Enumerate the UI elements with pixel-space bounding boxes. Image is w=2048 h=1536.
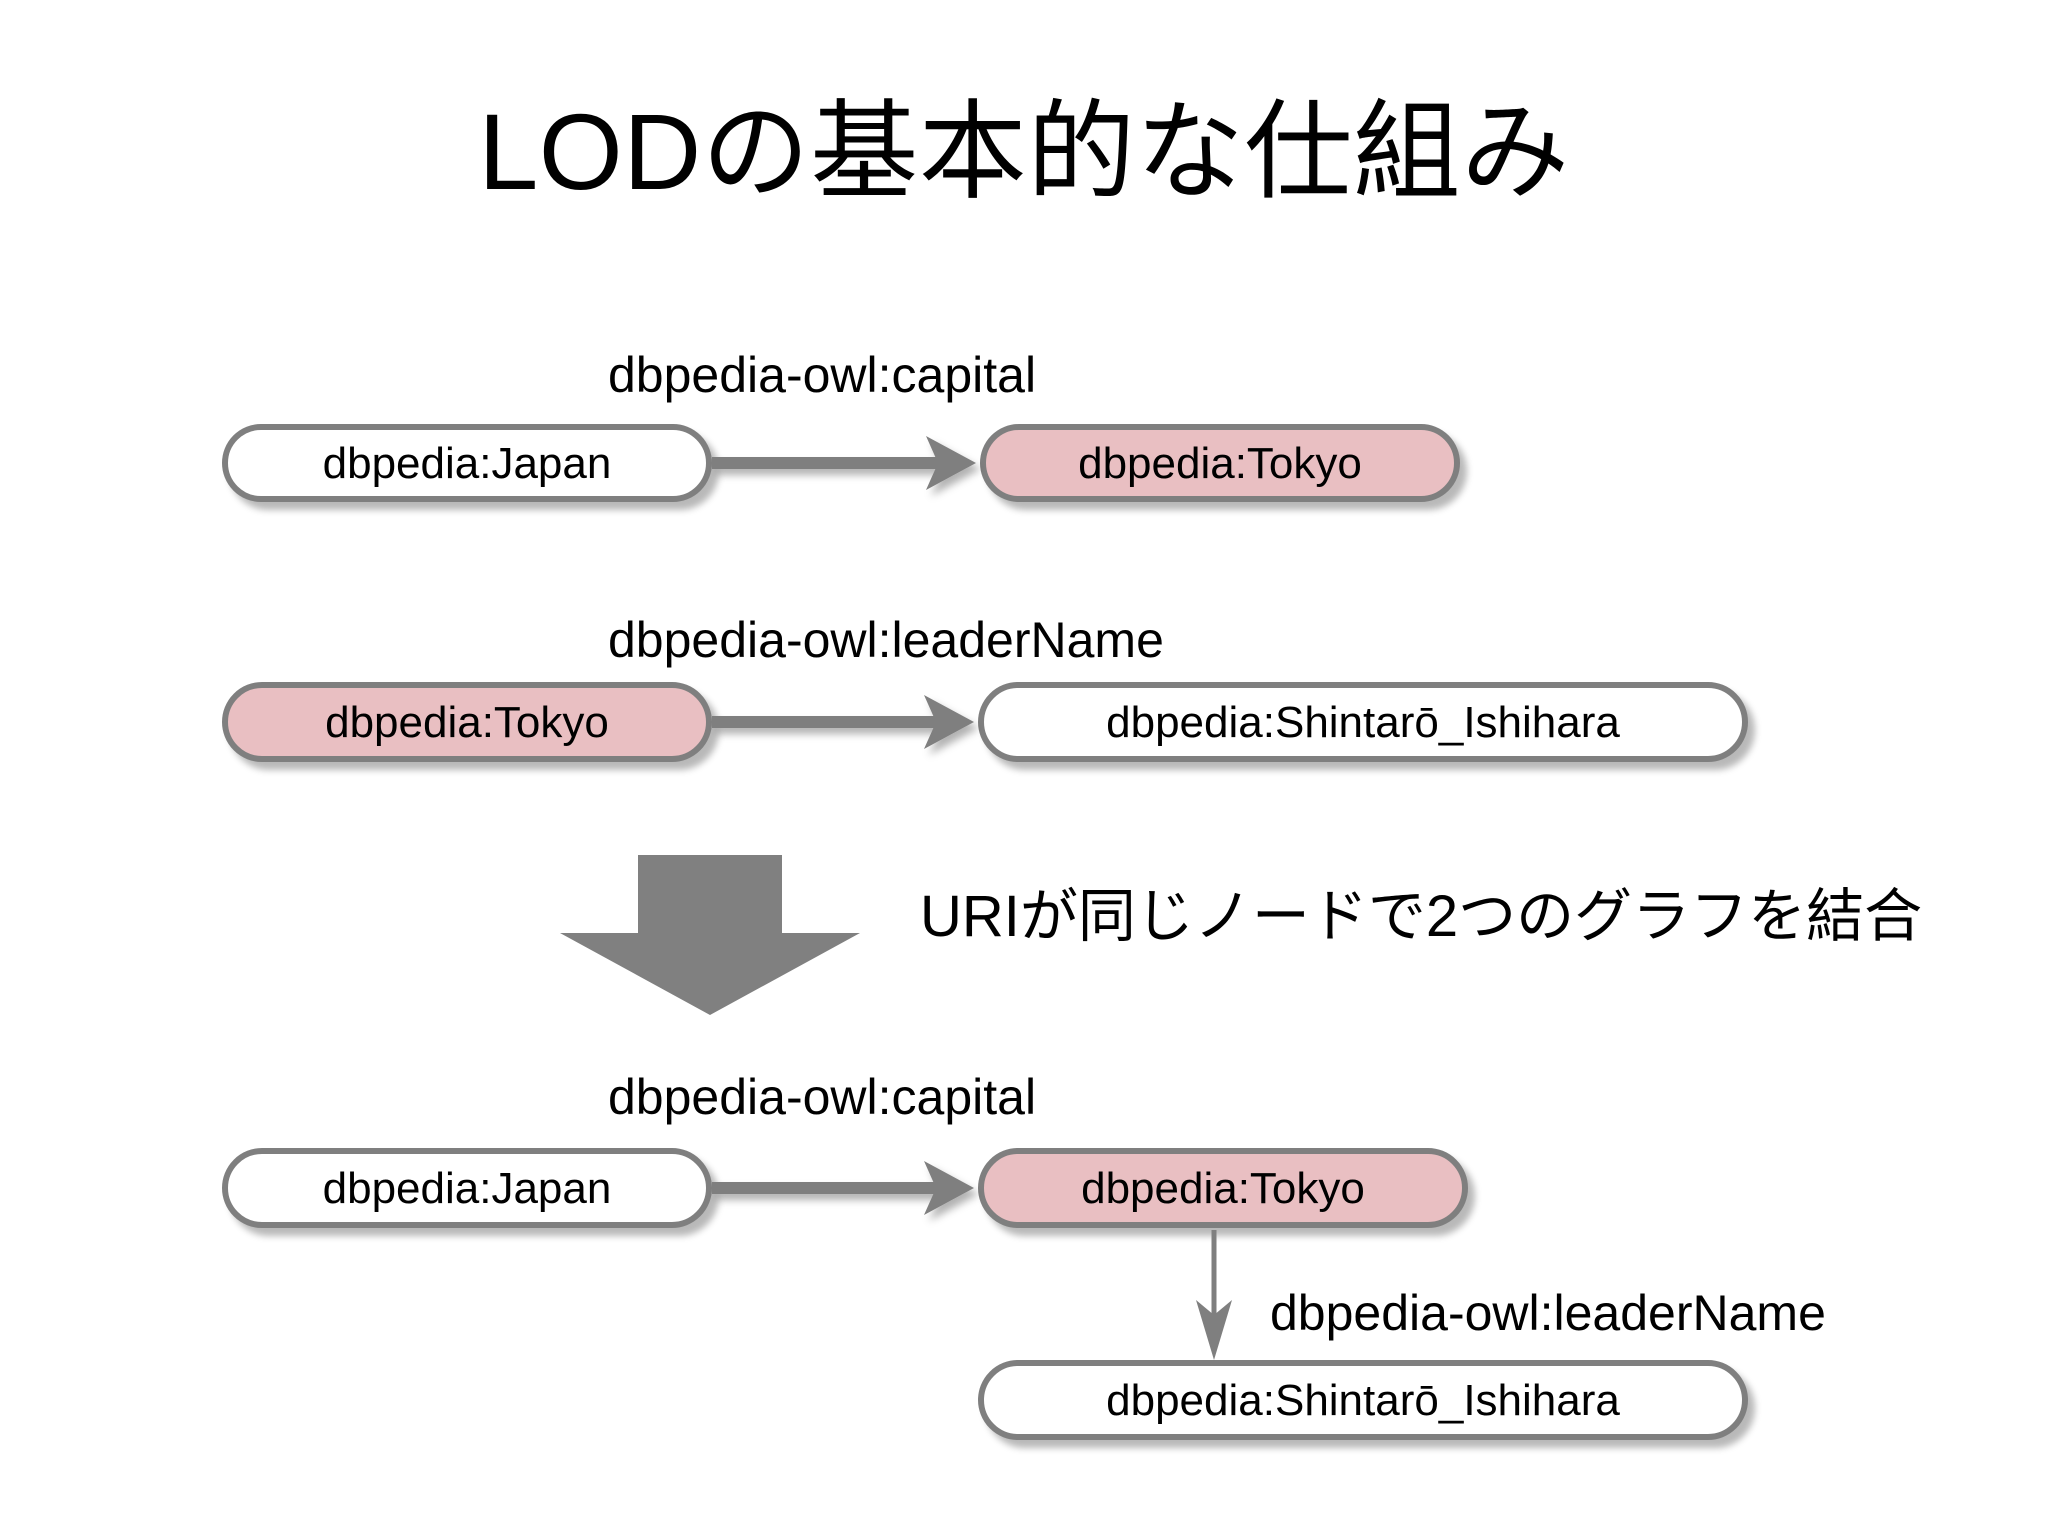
node-dbpedia-japan-merged[interactable]: dbpedia:Japan	[222, 1148, 712, 1228]
node-dbpedia-tokyo-middle[interactable]: dbpedia:Tokyo	[222, 682, 712, 762]
arrow-japan-to-tokyo-merged	[712, 1161, 974, 1215]
edge-label-capital-merged: dbpedia-owl:capital	[608, 1069, 1037, 1125]
page-title: LODの基本的な仕組み	[478, 91, 1570, 212]
node-label: dbpedia:Shintarō_Ishihara	[1106, 698, 1620, 747]
merge-step-caption: URIが同じノードで2つのグラフを結合	[920, 884, 1923, 949]
node-dbpedia-tokyo-merged[interactable]: dbpedia:Tokyo	[978, 1148, 1468, 1228]
node-dbpedia-ishihara-middle[interactable]: dbpedia:Shintarō_Ishihara	[978, 682, 1748, 762]
node-label: dbpedia:Japan	[322, 1164, 612, 1213]
node-label: dbpedia:Tokyo	[325, 698, 609, 747]
edge-label-capital-top: dbpedia-owl:capital	[608, 347, 1037, 403]
down-block-arrow-icon	[560, 855, 860, 1015]
edge-label-leadername-middle: dbpedia-owl:leaderName	[608, 612, 1164, 668]
node-dbpedia-tokyo-top[interactable]: dbpedia:Tokyo	[980, 424, 1460, 502]
node-label: dbpedia:Shintarō_Ishihara	[1106, 1376, 1620, 1425]
node-label: dbpedia:Tokyo	[1081, 1164, 1365, 1213]
arrow-tokyo-to-ishihara-merged	[1196, 1230, 1232, 1360]
node-dbpedia-japan-top[interactable]: dbpedia:Japan	[222, 424, 712, 502]
node-label: dbpedia:Japan	[322, 439, 612, 488]
node-label: dbpedia:Tokyo	[1078, 439, 1362, 488]
arrow-tokyo-to-ishihara-middle	[712, 695, 974, 749]
arrow-japan-to-tokyo-top	[712, 436, 976, 490]
edge-label-leadername-merged: dbpedia-owl:leaderName	[1270, 1285, 1826, 1341]
node-dbpedia-ishihara-merged[interactable]: dbpedia:Shintarō_Ishihara	[978, 1360, 1748, 1440]
